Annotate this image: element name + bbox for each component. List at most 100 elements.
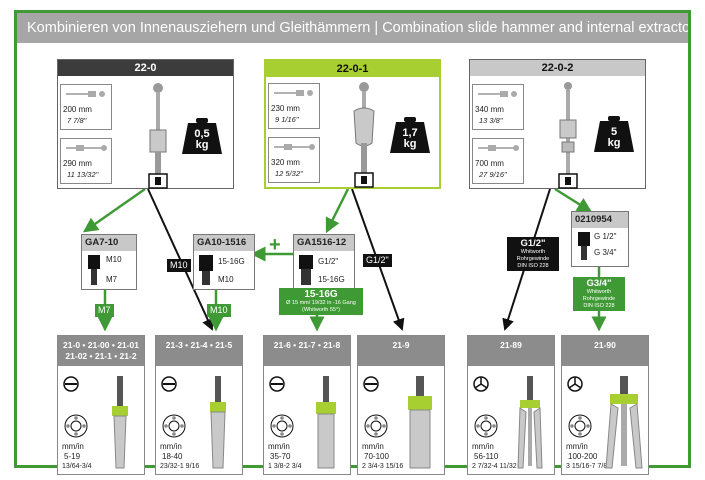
thread-top: G1/2" (318, 257, 339, 266)
hammer-mini-icon (66, 91, 105, 97)
weight-unit: kg (195, 139, 209, 151)
adapter-ga10-1516: GA10-1516 15-16G M10 (193, 234, 255, 290)
panel-title: 22-0-1 (266, 61, 439, 77)
extractor-icon (605, 376, 643, 469)
adapter-0210954: 0210954 G 1/2" G 3/4" (571, 211, 629, 267)
length-inch: 11 13/32" (67, 170, 99, 179)
length-box-long: 700 mm 27 9/16" (472, 138, 524, 184)
panel-title: 22-0 (58, 60, 233, 76)
slide-hammer-icon (558, 82, 578, 189)
bearing-icon (64, 414, 88, 438)
weight-unit: kg (607, 137, 621, 149)
product-21-89: 21-89 mm/in 56-110 2 7/32-4 11/32 (467, 335, 555, 475)
product-title: 21-3 • 21-4 • 21-5 (165, 340, 233, 350)
thread-top: G 1/2" (594, 232, 617, 241)
extractor-icon (210, 376, 226, 469)
tag-sub: DIN ISO 228 (583, 303, 615, 309)
tag-sub: Rohrgewinde (582, 296, 616, 302)
unit-label: mm/in (62, 442, 84, 451)
slide-hammer-icon (148, 83, 168, 189)
range-inch: 13/64-3/4 (62, 463, 92, 470)
plus-sign: + (269, 234, 281, 256)
thread-top: 15-16G (218, 257, 245, 266)
range-mm: 100-200 (568, 452, 598, 461)
tag-sub: Ø 15 mm/ 19/32 in -16 Gang (286, 300, 356, 306)
product-title: 21-89 (500, 340, 522, 350)
thread-top: M10 (106, 255, 122, 264)
flat-symbol-icon (269, 376, 285, 392)
length-mm: 340 mm (475, 105, 504, 114)
tag-15-16g: 15-16G Ø 15 mm/ 19/32 in -16 Gang (Whitw… (279, 288, 363, 315)
length-inch: 27 9/16" (479, 170, 507, 179)
tag-g34-din: G3/4" Whitworth Rohrgewinde DIN ISO 228 (573, 277, 625, 311)
tag-g12-din: G1/2" Whitworth Rohrgewinde DIN ISO 228 (507, 237, 559, 271)
product-21-6: 21-6 • 21-7 • 21-8 mm/in 35-70 1 3/8-2 3… (263, 335, 351, 475)
flat-symbol-icon (63, 376, 79, 392)
bearing-icon (162, 414, 186, 438)
product-21-3: 21-3 • 21-4 • 21-5 mm/in 18-40 23/32-1 9… (155, 335, 243, 475)
bearing-icon (568, 414, 592, 438)
tag-g12-line: G1/2" (363, 254, 392, 267)
extractor-icon (408, 376, 432, 469)
length-box-long: 320 mm 12 5/32" (268, 137, 320, 183)
hammer-mini-icon (478, 145, 519, 151)
tag-title: 15-16G (304, 289, 338, 300)
length-box-short: 200 mm 7 7/8" (60, 84, 112, 130)
page-title: Kombinieren von Innenausziehern und Glei… (17, 13, 688, 43)
weight-value: 0,5 (194, 128, 210, 140)
extractor-icon (517, 376, 543, 469)
three-jaw-symbol-icon (567, 376, 583, 392)
adapter-id: GA1516-12 (294, 235, 354, 251)
adapter-icon (88, 255, 100, 285)
range-mm: 35-70 (270, 452, 291, 461)
panel-title: 22-0-2 (470, 60, 645, 76)
tag-title: G3/4" (586, 278, 612, 289)
unit-label: mm/in (472, 442, 494, 451)
length-mm: 320 mm (271, 158, 300, 167)
weight-value: 5 (610, 126, 618, 138)
range-inch: 2 3/4-3 15/16 (362, 463, 404, 470)
chart-frame: Kombinieren von Innenausziehern und Glei… (14, 10, 691, 475)
hammer-mini-icon (478, 91, 517, 97)
length-box-short: 340 mm 13 3/8" (472, 84, 524, 130)
length-inch: 12 5/32" (275, 169, 303, 178)
length-inch: 7 7/8" (67, 116, 87, 125)
thread-bottom: M10 (218, 275, 234, 284)
product-title: 21-02 • 21-1 • 21-2 (65, 351, 137, 361)
range-inch: 2 7/32-4 11/32 (472, 463, 517, 470)
bearing-icon (364, 414, 388, 438)
adapter-id: GA7-10 (82, 235, 136, 251)
tag-sub: DIN ISO 228 (517, 263, 549, 269)
length-mm: 700 mm (475, 159, 504, 168)
weight-unit: kg (403, 138, 417, 150)
thread-bottom: G 3/4" (594, 248, 617, 257)
tag-m10: M10 (167, 259, 191, 272)
hammer-mini-icon (274, 90, 313, 96)
length-inch: 13 3/8" (479, 116, 503, 125)
range-mm: 18-40 (162, 452, 183, 461)
panel-22-0-1: 22-0-1 230 mm 9 1/16" 320 mm 12 5/32" 1,… (264, 59, 441, 189)
unit-label: mm/in (362, 442, 384, 451)
bearing-icon (270, 414, 294, 438)
length-mm: 200 mm (63, 105, 92, 114)
length-mm: 290 mm (63, 159, 92, 168)
adapter-ga7-10: GA7-10 M10 M7 (81, 234, 137, 290)
adapter-id: 0210954 (572, 212, 628, 228)
range-mm: 70-100 (364, 452, 389, 461)
range-mm: 56-110 (474, 452, 499, 461)
hammer-mini-icon (66, 145, 107, 151)
slide-hammer-icon (353, 82, 375, 188)
flat-symbol-icon (363, 376, 379, 392)
tag-sub: Rohrgewinde (516, 256, 550, 262)
product-title: 21-6 • 21-7 • 21-8 (273, 340, 341, 350)
adapter-icon (299, 255, 313, 285)
length-box-short: 230 mm 9 1/16" (268, 83, 320, 129)
product-title: 21-0 • 21-00 • 21-01 (63, 340, 139, 350)
range-inch: 1 3/8-2 3/4 (268, 463, 302, 470)
weight-value: 1,7 (402, 127, 418, 139)
tag-sub: Whitworth (520, 249, 546, 255)
